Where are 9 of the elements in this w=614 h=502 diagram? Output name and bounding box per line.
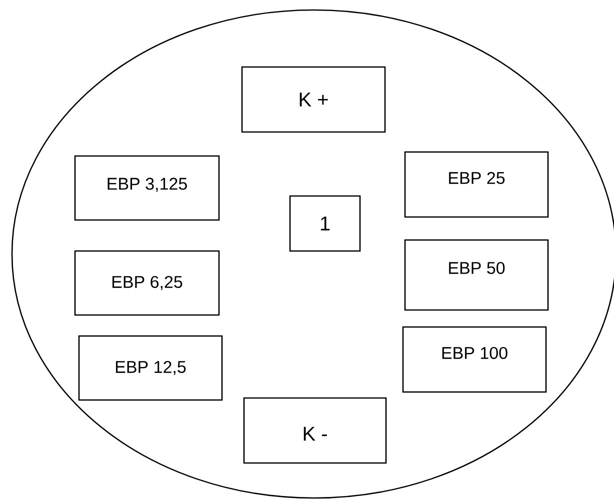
sample-box: EBP 6,25	[74, 250, 220, 316]
sample-box: EBP 50	[404, 239, 549, 311]
sample-box: EBP 100	[402, 326, 547, 393]
sample-box: 1	[289, 195, 361, 252]
sample-box: EBP 3,125	[74, 155, 220, 221]
sample-box: EBP 12,5	[78, 335, 223, 401]
sample-box: EBP 25	[404, 151, 549, 218]
sample-box: K +	[241, 66, 386, 133]
sample-box: K -	[243, 397, 387, 464]
